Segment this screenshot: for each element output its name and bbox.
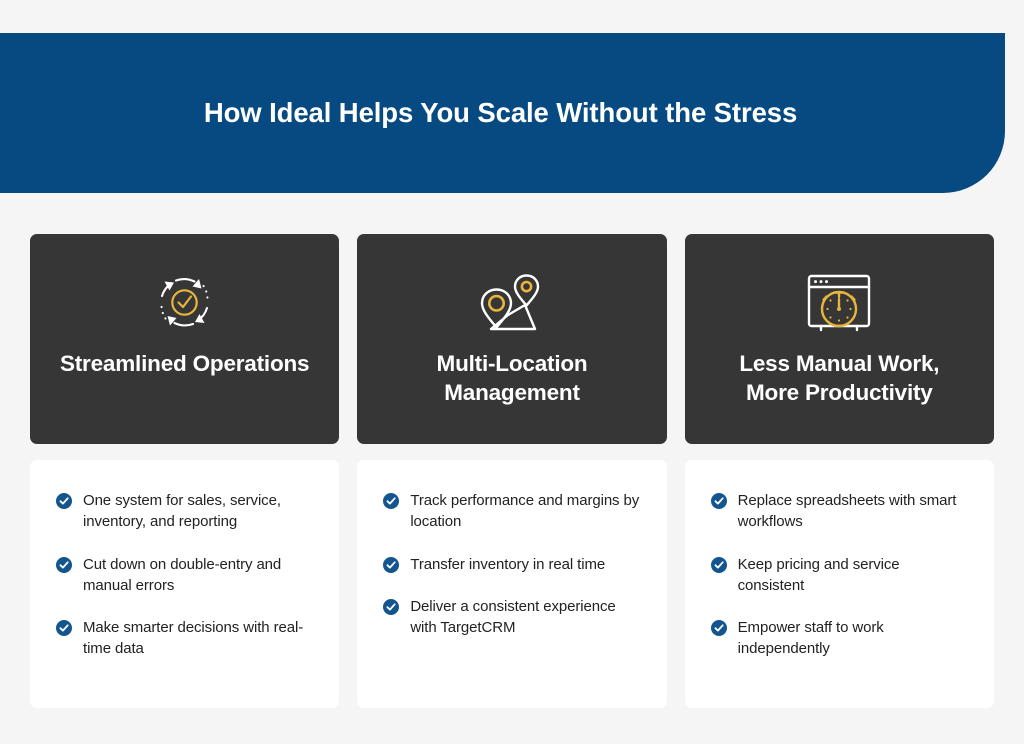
feature-bullets-panel-2: Track performance and margins by locatio…: [357, 460, 667, 708]
list-item: Deliver a consistent experience with Tar…: [383, 596, 642, 639]
feature-bullets-panel-3: Replace spreadsheets with smart workflow…: [684, 460, 994, 708]
feature-bullets-panel-1: One system for sales, service, inventory…: [30, 460, 340, 708]
list-item: Empower staff to work independently: [710, 617, 970, 660]
bullet-list: Replace spreadsheets with smart workflow…: [710, 490, 970, 660]
map-pins-route-icon: [472, 260, 552, 346]
feature-column-less-manual-work: Less Manual Work, More Productivity Repl…: [684, 234, 994, 708]
list-item: Track performance and margins by locatio…: [383, 490, 642, 533]
list-item: Keep pricing and service consistent: [710, 554, 970, 597]
bullet-text: Transfer inventory in real time: [410, 555, 606, 573]
list-item: Cut down on double-entry and manual erro…: [56, 554, 315, 597]
circular-arrows-check-icon: [149, 260, 221, 346]
feature-card-header-2: Multi-Location Management: [357, 234, 667, 444]
feature-card-header-1: Streamlined Operations: [30, 234, 340, 444]
list-item: One system for sales, service, inventory…: [56, 490, 315, 533]
bullet-text: One system for sales, service, inventory…: [83, 492, 281, 531]
check-circle-icon: [56, 556, 72, 573]
bullet-text: Track performance and margins by locatio…: [410, 492, 640, 531]
feature-card-header-3: Less Manual Work, More Productivity: [684, 234, 994, 444]
list-item: Make smarter decisions with real-time da…: [56, 617, 315, 660]
bullet-text: Empower staff to work independently: [737, 619, 884, 658]
bullet-list: Track performance and margins by locatio…: [383, 490, 642, 638]
check-circle-icon: [383, 493, 400, 509]
feature-card-title: Streamlined Operations: [59, 351, 310, 376]
check-circle-icon: [383, 556, 400, 573]
check-circle-icon: [56, 620, 72, 637]
bullet-text: Deliver a consistent experience with Tar…: [410, 597, 616, 637]
feature-columns: Streamlined Operations One system for sa…: [30, 234, 994, 708]
list-item: Replace spreadsheets with smart workflow…: [710, 490, 970, 533]
page-title: How Ideal Helps You Scale Without the St…: [203, 97, 798, 128]
bullet-list: One system for sales, service, inventory…: [56, 490, 315, 660]
check-circle-icon: [710, 493, 727, 509]
feature-card-title: Less Manual Work, More Productivity: [739, 351, 940, 405]
check-circle-icon: [710, 556, 727, 573]
browser-stopwatch-icon: [801, 260, 877, 346]
check-circle-icon: [710, 620, 727, 637]
list-item: Transfer inventory in real time: [383, 554, 642, 575]
bullet-text: Cut down on double-entry and manual erro…: [83, 555, 282, 594]
bullet-text: Replace spreadsheets with smart workflow…: [737, 492, 957, 531]
feature-card-title: Multi-Location Management: [436, 351, 588, 405]
check-circle-icon: [56, 493, 72, 509]
check-circle-icon: [383, 598, 400, 615]
feature-column-multi-location-management: Multi-Location Management Track performa…: [357, 234, 667, 708]
feature-column-streamlined-operations: Streamlined Operations One system for sa…: [30, 234, 340, 708]
bullet-text: Keep pricing and service consistent: [737, 555, 900, 594]
bullet-text: Make smarter decisions with real-time da…: [83, 619, 304, 658]
header-banner: How Ideal Helps You Scale Without the St…: [0, 33, 1005, 193]
